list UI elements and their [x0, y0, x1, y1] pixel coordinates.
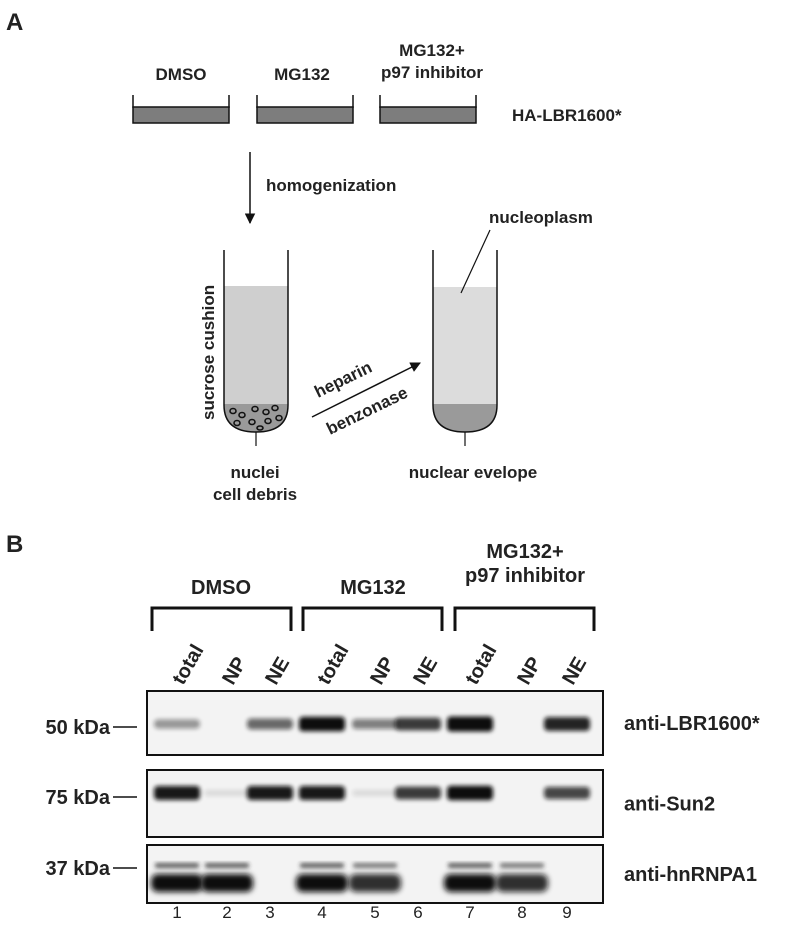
band-blot1-lane3: [247, 718, 293, 730]
nucleoplasm-pointer: [460, 229, 491, 294]
tube1-label: sucrose cushion: [199, 285, 218, 420]
marker-label-3: 37 kDa: [46, 858, 111, 880]
lane-header-7: total: [461, 641, 501, 689]
step-homogenization: homogenization: [266, 176, 396, 195]
band-blot1-lane1: [154, 719, 200, 729]
condition-mg132: MG132: [274, 65, 330, 84]
antibody-label-3: anti-hnRNPA1: [624, 864, 757, 886]
lane-number-3: 3: [265, 903, 274, 922]
tube-nucleoplasm: [432, 250, 498, 446]
lane-header-6: NE: [409, 653, 442, 688]
lane-number-5: 5: [370, 903, 379, 922]
lane-header-4: total: [313, 641, 353, 689]
band-blot1-lane5: [352, 718, 398, 730]
bar-dmso: [132, 106, 230, 124]
band-blot1-lane6: [395, 717, 441, 731]
marker-label-1: 50 kDa: [46, 717, 111, 739]
band-blot3-lane1-lower: [151, 874, 203, 892]
condition-dmso: DMSO: [156, 65, 207, 84]
band-blot2-lane5: [352, 789, 398, 797]
lane-header-5: NP: [366, 653, 399, 688]
band-blot3-lane4-lower: [296, 874, 348, 892]
lane-number-8: 8: [517, 903, 526, 922]
tube1-bottom-line1: nuclei: [230, 463, 279, 482]
tube2-bottom-label: nuclear evelope: [409, 463, 538, 482]
bracket-mg132-p97: [453, 606, 596, 631]
band-blot3-lane4-upper: [300, 863, 344, 868]
band-blot3-lane7-lower: [444, 874, 496, 892]
band-blot2-lane7: [447, 785, 493, 801]
band-blot3-lane8-upper: [500, 863, 544, 868]
band-blot2-lane4: [299, 785, 345, 801]
lane-header-1: total: [168, 641, 208, 689]
band-blot2-lane9: [544, 786, 590, 800]
condition-p97-inhibitor: p97 inhibitor: [381, 63, 483, 82]
bar-mg132: [256, 106, 354, 124]
construct-bars: [132, 95, 477, 124]
bracket-mg132: [301, 606, 444, 631]
blot-2: 75 kDa anti-Sun2: [46, 769, 715, 838]
lane-number-4: 4: [317, 903, 326, 922]
nuclei-pellet: [229, 404, 283, 431]
band-blot3-lane2-upper: [205, 863, 249, 868]
group-dmso: DMSO: [191, 577, 251, 599]
lane-header-3: NE: [261, 653, 294, 688]
panel-b-letter: B: [6, 531, 23, 558]
arrow-heparin: heparin: [311, 358, 375, 402]
band-blot2-lane6: [395, 786, 441, 800]
marker-label-2: 75 kDa: [46, 787, 111, 809]
band-blot2-lane2: [204, 789, 250, 797]
band-blot1-lane7: [447, 716, 493, 732]
group-brackets: [150, 606, 596, 631]
blot-3: 37 kDa anti-hnRNPA1: [46, 844, 757, 904]
band-blot3-lane1-upper: [155, 863, 199, 868]
tube-sucrose: [223, 250, 289, 446]
antibody-label-1: anti-LBR1600*: [624, 713, 760, 735]
lane-number-7: 7: [465, 903, 474, 922]
band-blot3-lane8-lower: [496, 874, 548, 892]
bar-mg132-p97: [379, 106, 477, 124]
transfer-arrow: [311, 362, 421, 418]
band-blot3-lane7-upper: [448, 863, 492, 868]
group-p97-inhibitor: p97 inhibitor: [465, 565, 585, 587]
construct-label: HA-LBR1600*: [512, 106, 622, 125]
panel-a-letter: A: [6, 9, 23, 36]
antibody-label-2: anti-Sun2: [624, 794, 715, 816]
band-blot1-lane4: [299, 716, 345, 732]
tube1-bottom-line2: cell debris: [213, 485, 297, 504]
group-mg132: MG132: [340, 577, 406, 599]
lane-headers: total NP NE total NP NE total NP NE: [168, 641, 591, 689]
band-blot1-lane9: [544, 717, 590, 731]
blots: 50 kDa anti-LBR1600* 75 kDa anti-Sun2 37 kDa…: [46, 690, 760, 904]
lane-number-2: 2: [222, 903, 231, 922]
lane-header-9: NE: [558, 653, 591, 688]
band-blot2-lane1: [154, 785, 200, 801]
tube2-top-label: nucleoplasm: [489, 208, 593, 227]
lane-header-8: NP: [513, 653, 546, 688]
band-blot3-lane5-lower: [349, 874, 401, 892]
band-blot3-lane5-upper: [353, 863, 397, 868]
lane-header-2: NP: [218, 653, 251, 688]
lane-numbers: 1 2 3 4 5 6 7 8 9: [172, 903, 571, 922]
blot-1: 50 kDa anti-LBR1600*: [46, 690, 760, 756]
group-mg132-plus: MG132+: [486, 541, 563, 563]
condition-mg132-plus: MG132+: [399, 41, 465, 60]
bracket-dmso: [150, 606, 293, 631]
lane-number-9: 9: [562, 903, 571, 922]
lane-number-1: 1: [172, 903, 181, 922]
blot-2-frame: [146, 769, 604, 838]
band-blot3-lane2-lower: [201, 874, 253, 892]
lane-number-6: 6: [413, 903, 422, 922]
band-blot2-lane3: [247, 785, 293, 801]
